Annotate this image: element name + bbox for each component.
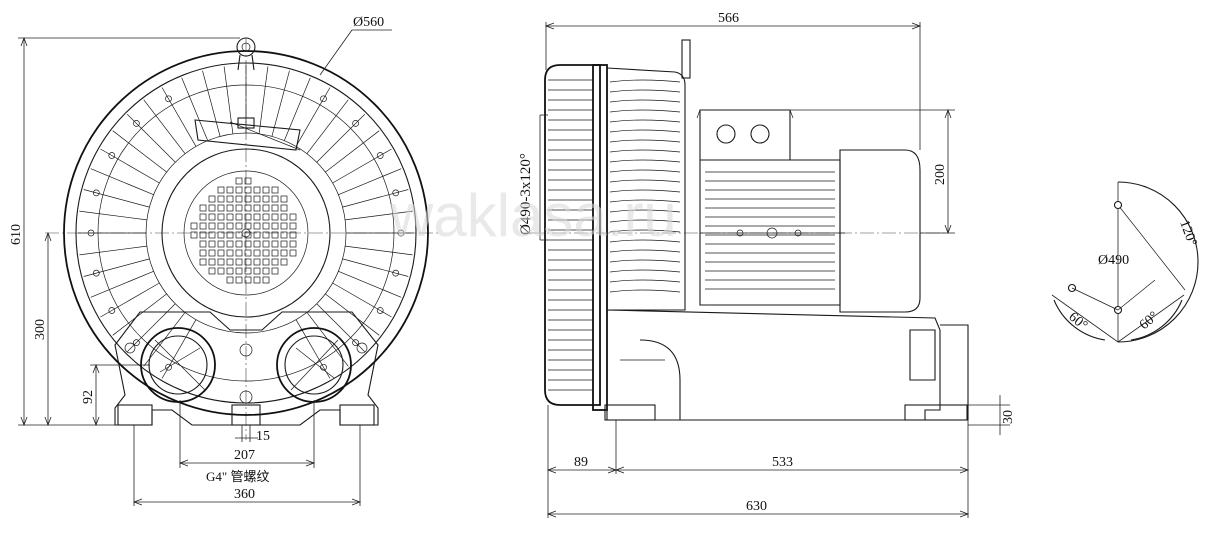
dim-height-200: 200: [933, 164, 948, 185]
dim-offset-89: 89: [574, 455, 588, 470]
dim-width-360: 360: [234, 487, 255, 502]
dim-length-533: 533: [772, 455, 793, 470]
dim-width-15: 15: [256, 429, 270, 444]
dim-height-300: 300: [33, 319, 48, 340]
fan-grille: [190, 177, 297, 284]
dim-width-566: 566: [718, 11, 739, 26]
cooling-ribs: [78, 65, 414, 379]
flange-bolt-note: Ø490-3x120°: [518, 153, 534, 235]
angle-60-left: 60°: [1065, 310, 1090, 334]
angle-120: 120°: [1176, 218, 1199, 248]
motor-fins: [705, 171, 835, 290]
dim-height-30: 30: [1001, 410, 1016, 424]
thread-note: G4" 管螺纹: [206, 469, 269, 484]
front-view: Ø560 610 300 92 15 207 G4" 管螺纹: [9, 15, 440, 506]
housing-fins: [548, 79, 681, 391]
dim-spacing-207: 207: [234, 448, 255, 463]
watermark: waklasa.ru: [389, 182, 677, 249]
dim-diameter-560: Ø560: [353, 15, 384, 30]
dim-length-630: 630: [746, 499, 767, 514]
dim-height-92: 92: [81, 390, 96, 404]
side-view: 566 200 Ø490-3x120° 89 533 630 30: [518, 11, 1016, 518]
dim-bolt-circle-490: Ø490: [1098, 253, 1129, 268]
dim-height-610: 610: [9, 224, 24, 245]
bolt-pattern-view: Ø490 120° 60° 60°: [1051, 181, 1199, 343]
